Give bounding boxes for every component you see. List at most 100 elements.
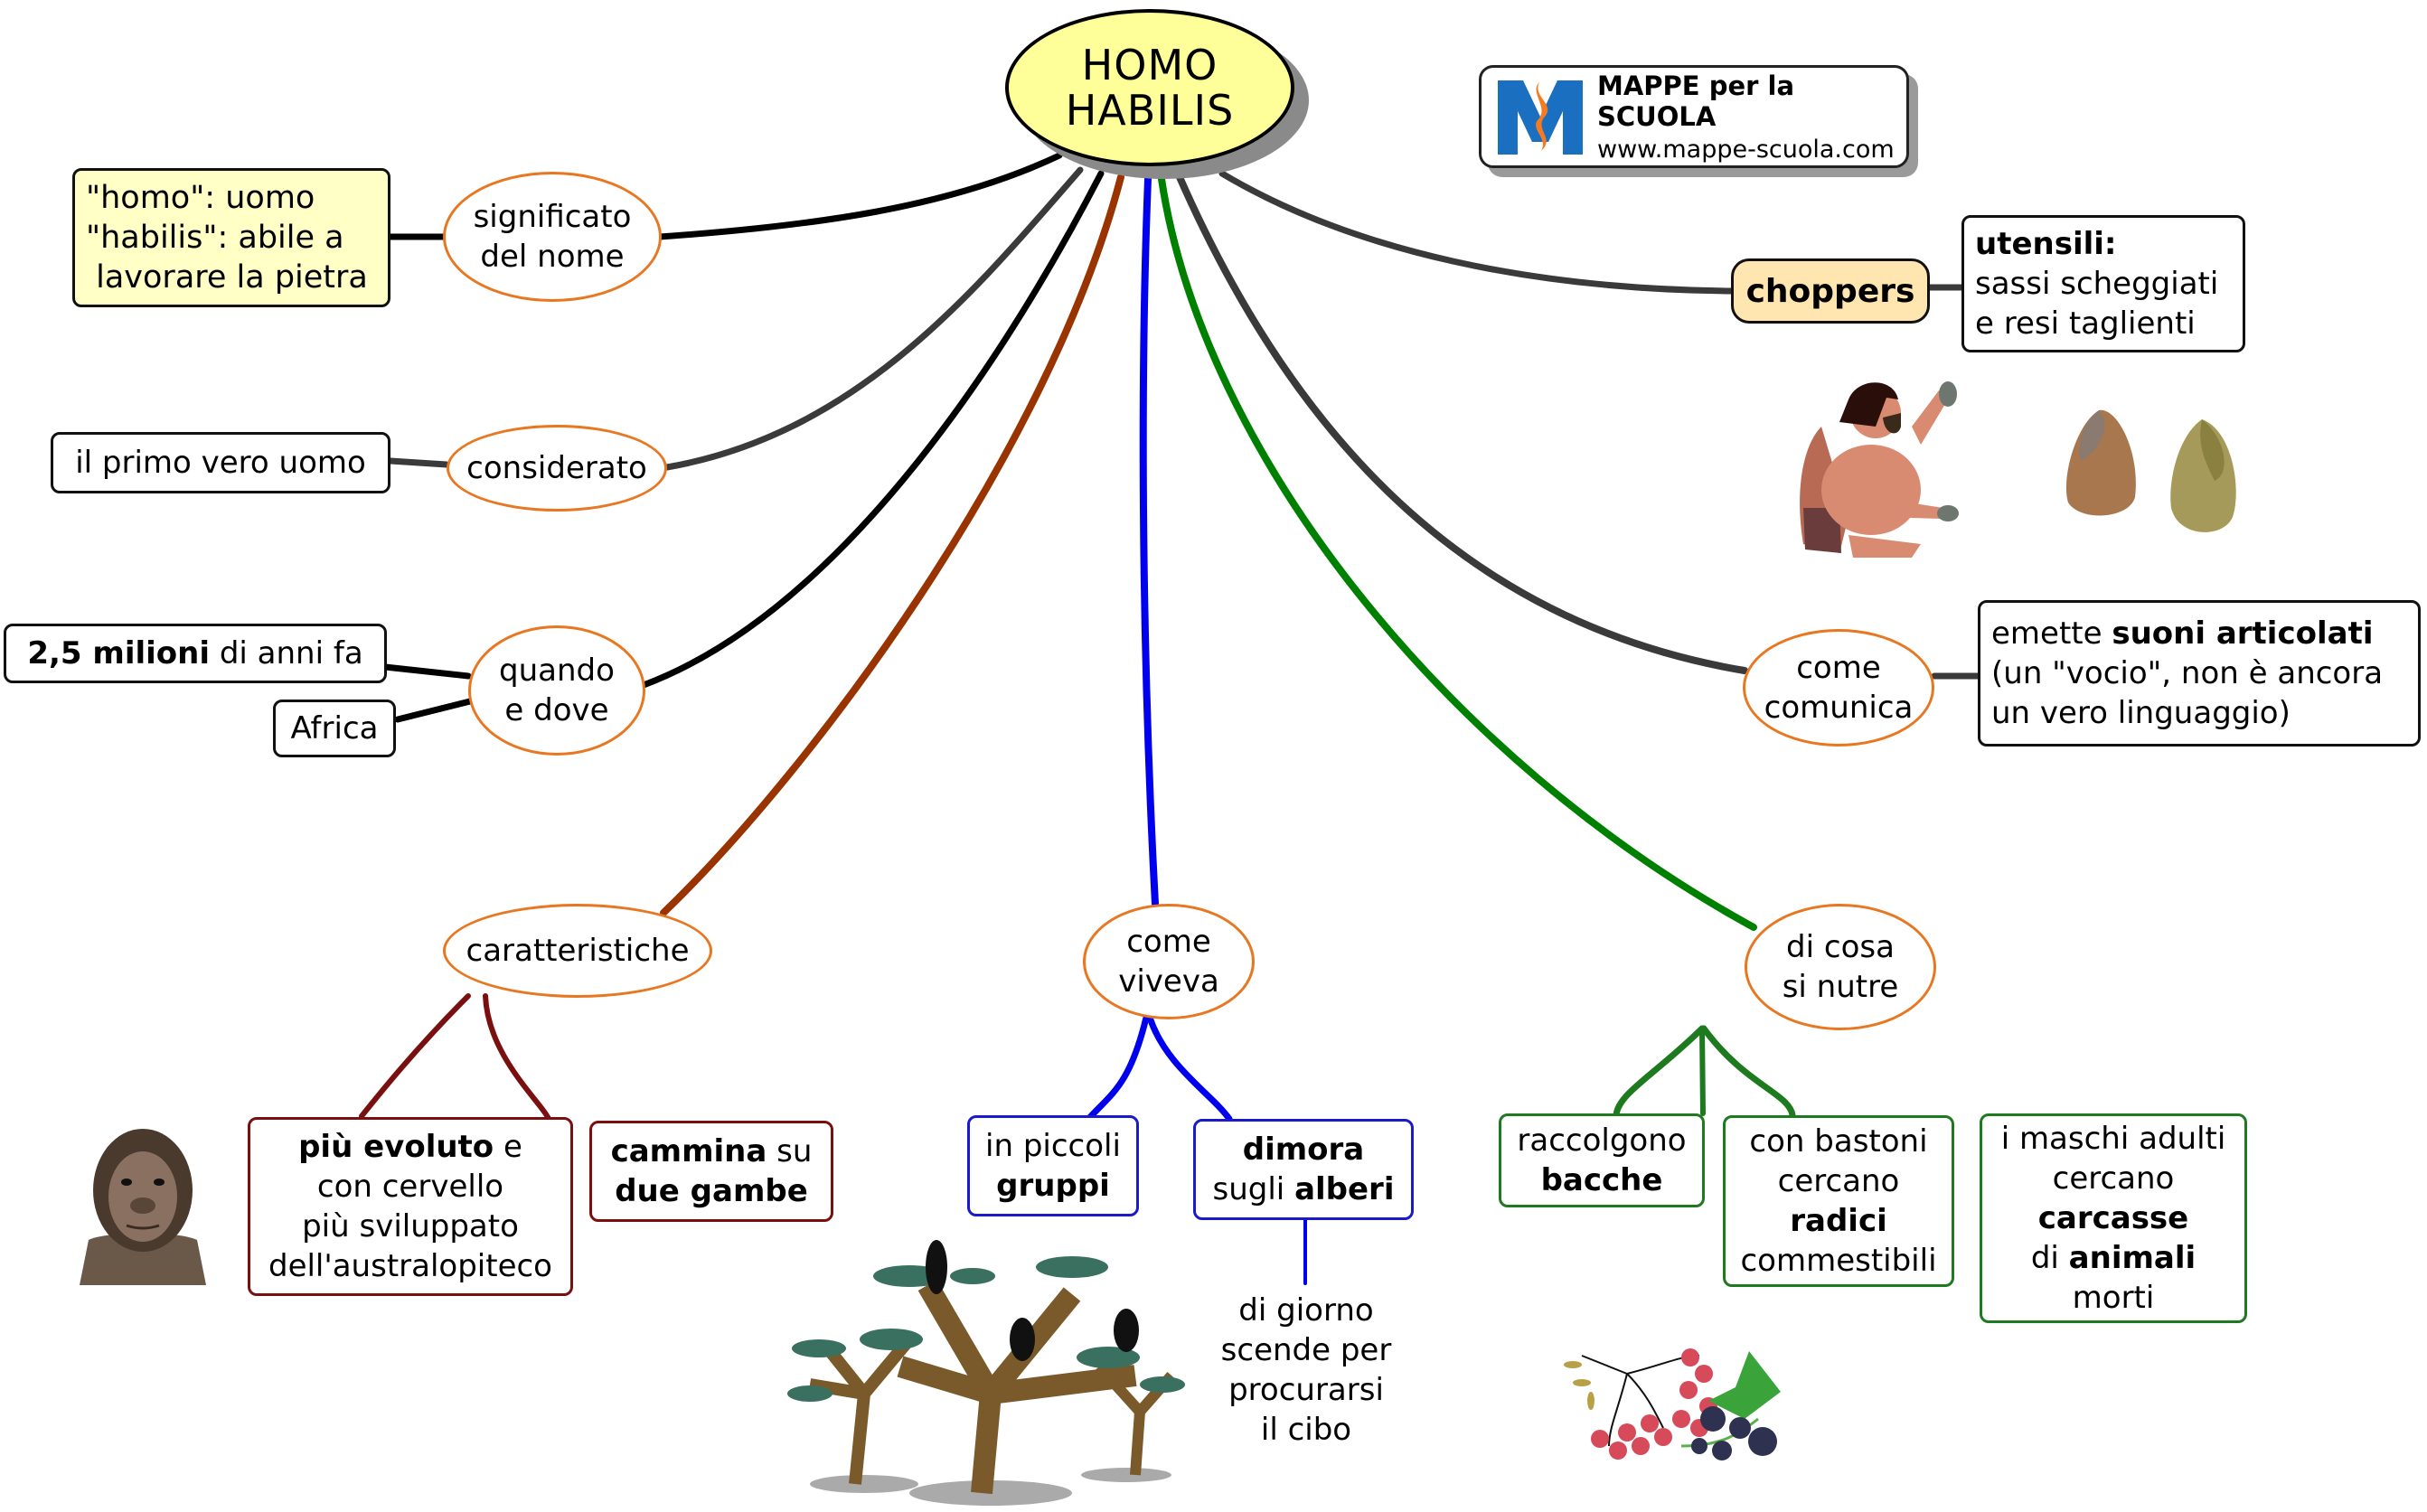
detail-commestibili: commestibili: [1740, 1243, 1937, 1279]
detail-bacche-text: raccolgono bacche: [1517, 1121, 1686, 1200]
wire-viv-item1: [1087, 1014, 1150, 1121]
detail-bacche-bold: bacche: [1540, 1162, 1663, 1198]
detail-utensili-text: utensili: sassi scheggiati e resi taglie…: [1975, 224, 2218, 343]
caveman-illustration: [1785, 372, 1966, 559]
detail-carcasse-bold: carcasse: [2037, 1200, 2189, 1236]
note-scende-cibo: di giorno scende per procurarsi il cibo: [1220, 1292, 1392, 1448]
wire-viveva: [1139, 175, 1159, 907]
wire-nutre: [1158, 175, 1757, 931]
node-caratteristiche-label: caratteristiche: [466, 933, 690, 969]
detail-maschi-adulti: i maschi adulti cercano: [2000, 1121, 2226, 1197]
detail-cammina: cammina su due gambe: [589, 1121, 833, 1222]
detail-piu-evoluto-text: più evoluto e con cervello più sviluppat…: [268, 1127, 552, 1286]
detail-when-rest: di anni fa: [210, 635, 363, 671]
logo-title: MAPPE per la SCUOLA: [1597, 70, 1795, 132]
detail-raccolgono: raccolgono: [1517, 1122, 1687, 1159]
node-considerato[interactable]: considerato: [447, 425, 667, 512]
wire-quando-where: [394, 698, 474, 723]
root-node[interactable]: HOMO HABILIS: [1005, 9, 1294, 166]
detail-primo-vero-uomo: il primo vero uomo: [51, 432, 390, 493]
meaning-homo: "homo": uomo: [86, 180, 315, 216]
detail-morti: morti: [2072, 1280, 2155, 1316]
detail-dimora: dimora: [1242, 1132, 1365, 1168]
wire-car-item2: [483, 993, 552, 1123]
berries-image: [1555, 1338, 1799, 1464]
logo-badge: MAPPE per la SCUOLA www.mappe-scuola.com: [1479, 65, 1909, 168]
wire-considerato-detail: [387, 457, 450, 468]
node-significato-label: significato del nome: [473, 199, 632, 275]
detail-sugli: sugli: [1212, 1171, 1295, 1207]
detail-carcasse: i maschi adulti cercano carcasse di anim…: [1980, 1113, 2247, 1323]
wire-viv-item2: [1146, 1014, 1233, 1122]
node-caratteristiche[interactable]: caratteristiche: [443, 904, 712, 998]
detail-piccoli-gruppi-text: in piccoli gruppi: [985, 1126, 1121, 1206]
detail-piccoli-gruppi: in piccoli gruppi: [967, 1115, 1139, 1216]
wire-choppers: [1218, 170, 1735, 295]
logo-url[interactable]: www.mappe-scuola.com: [1597, 135, 1895, 164]
detail-suoni-bold: suoni articolati: [2112, 615, 2374, 652]
detail-due-gambe: due gambe: [615, 1173, 808, 1209]
node-choppers[interactable]: choppers: [1731, 258, 1930, 324]
trees-with-hominids-image: [774, 1213, 1186, 1506]
detail-radici-bold: radici: [1790, 1203, 1887, 1239]
wire-significato: [656, 152, 1063, 240]
detail-cammina-text: cammina su due gambe: [611, 1132, 813, 1211]
wire-nut-item3: [1700, 1025, 1796, 1119]
wire-nut-item1: [1613, 1025, 1706, 1119]
detail-suoni-text: emette suoni articolati (un "vocio", non…: [1991, 614, 2383, 733]
detail-name-meaning: "homo": uomo "habilis": abile a lavorare…: [72, 168, 390, 307]
node-di-cosa-si-nutre[interactable]: di cosa si nutre: [1745, 904, 1936, 1030]
detail-cammina-bold: cammina: [610, 1133, 767, 1169]
detail-piu-evoluto-bold: più evoluto: [298, 1129, 494, 1165]
meaning-habilis-cont: lavorare la pietra: [86, 259, 368, 296]
meaning-habilis: "habilis": abile a: [86, 220, 344, 256]
detail-utensili: utensili: sassi scheggiati e resi taglie…: [1961, 215, 2245, 352]
detail-radici: con bastoni cercano radici commestibili: [1723, 1115, 1954, 1287]
detail-piu-evoluto: più evoluto e con cervello più sviluppat…: [248, 1117, 573, 1296]
detail-bacche: raccolgono bacche: [1499, 1113, 1705, 1207]
detail-when: 2,5 milioni di anni fa: [4, 624, 387, 683]
detail-vocio: (un "vocio", non è ancora un vero lingua…: [1991, 655, 2384, 731]
detail-alberi: alberi: [1294, 1171, 1395, 1207]
stone-tool-1-image: [2063, 407, 2144, 522]
node-quando-e-dove[interactable]: quando e dove: [468, 625, 645, 756]
detail-primo-vero-uomo-text: il primo vero uomo: [75, 445, 366, 481]
node-come-comunica[interactable]: come comunica: [1743, 629, 1934, 747]
detail-animali: animali: [2068, 1240, 2197, 1276]
detail-piccoli: in piccoli: [985, 1128, 1121, 1164]
homo-habilis-face-image: [71, 1122, 215, 1285]
node-come-viveva[interactable]: come viveva: [1083, 904, 1255, 1019]
node-viveva-label: come viveva: [1118, 924, 1219, 1000]
detail-dimora-alberi: dimora sugli alberi: [1193, 1119, 1414, 1220]
detail-when-bold: 2,5 milioni: [27, 635, 211, 671]
detail-carcasse-text: i maschi adulti cercano carcasse di anim…: [2001, 1119, 2226, 1318]
root-title-line2: HABILIS: [1065, 86, 1235, 135]
detail-con-bastoni: con bastoni cercano: [1749, 1123, 1928, 1199]
detail-when-text: 2,5 milioni di anni fa: [27, 634, 362, 673]
wire-caratteristiche: [660, 174, 1124, 916]
detail-cammina-rest: su: [767, 1133, 813, 1169]
logo-m-icon: [1496, 75, 1585, 158]
detail-dimora-text: dimora sugli alberi: [1213, 1130, 1395, 1209]
node-choppers-label: choppers: [1745, 272, 1915, 310]
node-quando-label: quando e dove: [499, 653, 615, 728]
wire-quando: [640, 170, 1105, 689]
stone-tool-2-image: [2169, 418, 2242, 539]
detail-where: Africa: [273, 700, 396, 757]
detail-emette: emette: [1991, 615, 2112, 652]
detail-utensili-bold: utensili:: [1975, 226, 2117, 262]
detail-di: di: [2030, 1240, 2069, 1276]
wire-considerato: [663, 166, 1084, 471]
detail-radici-text: con bastoni cercano radici commestibili: [1740, 1122, 1936, 1281]
node-considerato-label: considerato: [466, 450, 647, 486]
wire-quando-when: [381, 663, 472, 680]
node-significato[interactable]: significato del nome: [443, 172, 662, 302]
detail-where-text: Africa: [290, 710, 379, 747]
detail-suoni-articolati: emette suoni articolati (un "vocio", non…: [1978, 600, 2421, 747]
root-title-line1: HOMO: [1081, 41, 1218, 89]
detail-utensili-rest: sassi scheggiati e resi taglienti: [1975, 266, 2219, 342]
node-nutre-label: di cosa si nutre: [1782, 929, 1899, 1005]
detail-gruppi: gruppi: [996, 1168, 1110, 1204]
wire-car-item1: [359, 993, 471, 1119]
